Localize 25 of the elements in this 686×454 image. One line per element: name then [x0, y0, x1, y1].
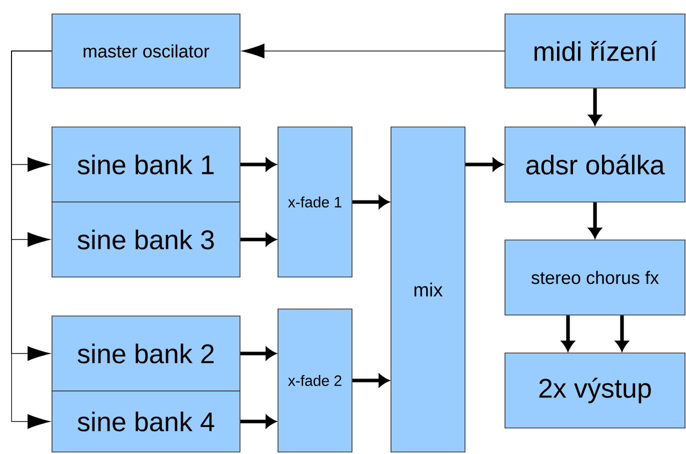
arrow: [352, 196, 389, 208]
arrow: [240, 347, 276, 360]
process-box: midi řízení: [504, 14, 686, 88]
arrow: [11, 50, 52, 429]
arrow: [616, 315, 628, 351]
process-box: sine bank 1: [52, 126, 240, 202]
process-box: x-fade 1: [278, 126, 352, 278]
process-box: sine bank 3: [52, 202, 240, 278]
arrow: [588, 202, 602, 238]
process-box: x-fade 2: [278, 308, 352, 452]
arrow: [352, 374, 389, 387]
arrow: [240, 233, 276, 246]
arrow: [588, 88, 602, 125]
arrow: [242, 44, 505, 58]
process-box: 2x výstup: [504, 352, 686, 428]
arrow: [240, 158, 276, 171]
process-box: sine bank 2: [52, 316, 240, 392]
process-box: mix: [390, 126, 466, 452]
process-box: sine bank 4: [52, 390, 240, 452]
arrow: [465, 158, 503, 171]
process-box: stereo chorus fx: [504, 240, 686, 316]
arrow: [240, 415, 276, 428]
process-box: master oscilator: [52, 14, 240, 88]
process-box: adsr obálka: [504, 126, 686, 202]
arrow: [562, 315, 574, 351]
